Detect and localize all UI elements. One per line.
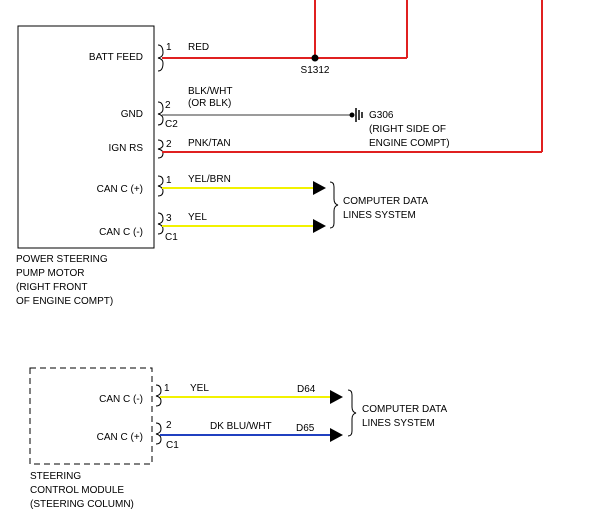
wire-pin-can-c-minus: 3 — [166, 213, 172, 224]
brace-computer-data-pump — [329, 181, 339, 229]
brace-computer-data-sm — [347, 389, 357, 437]
wire-pin-can-c-plus: 1 — [166, 175, 172, 186]
wire-color-can-c-plus: YEL/BRN — [188, 174, 231, 185]
pin-label-ign-rs: IGN RS — [109, 143, 144, 154]
pump-title-line-3: (RIGHT FRONT — [16, 282, 87, 293]
ground-location-line-1: (RIGHT SIDE OF — [369, 124, 446, 135]
sm-circuit-d64: D64 — [297, 384, 316, 395]
connector-label-c1-pump: C1 — [165, 232, 178, 243]
pin-label-can-c-minus: CAN C (-) — [99, 227, 143, 238]
pump-motor-wires: S1312 1 RED 2 BLK/WHT (OR BLK) C2 G306 (… — [162, 0, 543, 243]
destination-sm-line-1: COMPUTER DATA — [362, 404, 448, 415]
connector-bracket-c2 — [157, 44, 164, 126]
ground-id-label: G306 — [369, 110, 394, 121]
connector-label-c2: C2 — [165, 119, 178, 130]
sm-arrow-can-c-minus — [330, 390, 343, 404]
arrow-can-c-minus — [313, 219, 326, 233]
destination-pump-line-2: LINES SYSTEM — [343, 210, 416, 221]
splice-label: S1312 — [301, 65, 330, 76]
pin-label-gnd: GND — [121, 109, 143, 120]
wire-color-gnd-line-1: BLK/WHT — [188, 86, 232, 97]
arrow-can-c-plus — [313, 181, 326, 195]
destination-sm-line-2: LINES SYSTEM — [362, 418, 435, 429]
pin-label-can-c-plus: CAN C (+) — [97, 184, 143, 195]
wire-color-batt-feed: RED — [188, 42, 209, 53]
sm-pin-label-can-c-minus: CAN C (-) — [99, 394, 143, 405]
destination-pump-line-1: COMPUTER DATA — [343, 196, 429, 207]
ground-location-line-2: ENGINE COMPT) — [369, 138, 450, 149]
sm-circuit-d65: D65 — [296, 423, 315, 434]
wire-pin-gnd: 2 — [165, 100, 171, 111]
sm-wire-pin-can-c-plus: 2 — [166, 420, 172, 431]
steering-module-box — [29, 367, 153, 465]
sm-title-line-3: (STEERING COLUMN) — [30, 499, 134, 510]
sm-title-line-1: STEERING — [30, 471, 81, 482]
ground-icon — [349, 108, 363, 122]
wire-pin-ign-rs: 2 — [166, 139, 172, 150]
sm-arrow-can-c-plus — [330, 428, 343, 442]
sm-wire-pin-can-c-minus: 1 — [164, 383, 170, 394]
steering-module-component: CAN C (-) CAN C (+) STEERING CONTROL MOD… — [29, 367, 162, 510]
wire-color-can-c-minus: YEL — [188, 212, 207, 223]
pump-title-line-4: OF ENGINE COMPT) — [16, 296, 113, 307]
pump-motor-component: BATT FEED GND IGN RS CAN C (+) CAN C (-)… — [16, 25, 164, 307]
wire-color-ign-rs: PNK/TAN — [188, 138, 231, 149]
pump-title-line-1: POWER STEERING — [16, 254, 108, 265]
pin-label-batt-feed: BATT FEED — [89, 52, 143, 63]
sm-connector-label-c1: C1 — [166, 440, 179, 451]
connector-bracket-sm-c1 — [155, 384, 162, 445]
splice-dot — [311, 54, 319, 62]
sm-wire-color-can-c-minus: YEL — [190, 383, 209, 394]
steering-module-wires: 1 YEL D64 2 DK BLU/WHT D65 C1 COMPUTER D… — [160, 383, 448, 451]
wire-pin-batt-feed: 1 — [166, 42, 172, 53]
sm-pin-label-can-c-plus: CAN C (+) — [97, 432, 143, 443]
pump-motor-box — [17, 25, 155, 249]
wire-color-gnd-line-2: (OR BLK) — [188, 98, 231, 109]
sm-wire-color-can-c-plus: DK BLU/WHT — [210, 421, 272, 432]
sm-title-line-2: CONTROL MODULE — [30, 485, 124, 496]
connector-bracket-c1 — [157, 139, 164, 235]
pump-title-line-2: PUMP MOTOR — [16, 268, 85, 279]
